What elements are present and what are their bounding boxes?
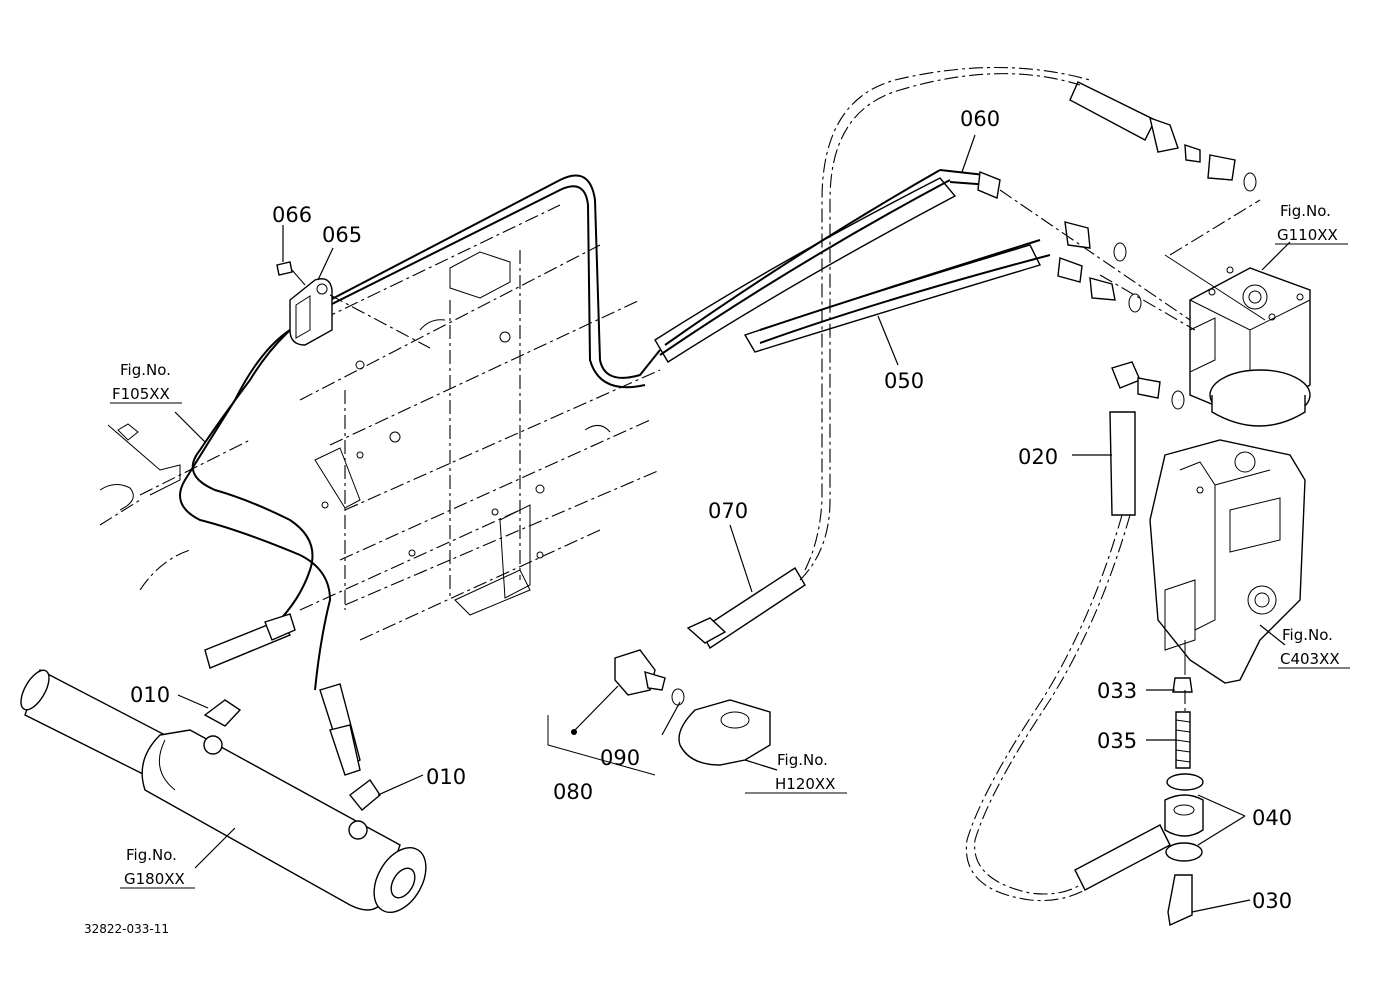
label-010-left: 010 [130,683,170,707]
steering-unit [1189,266,1311,427]
fig-ref-c403-code: C403XX [1280,650,1340,668]
hose-clamp [276,261,431,349]
elbow-fittings [203,613,381,811]
steering-cylinder [20,669,427,913]
spring-guards [204,81,1171,891]
fig-ref-g110-prefix: Fig.No. [1280,202,1331,220]
label-020: 020 [1018,445,1058,469]
control-valve [1149,439,1306,684]
hose-lines [179,67,1131,902]
figure-references: Fig.No. F105XX Fig.No. G110XX Fig.No. C4… [110,202,1350,889]
fig-ref-f105-code: F105XX [112,385,170,403]
label-010-right: 010 [426,765,466,789]
label-080: 080 [553,780,593,804]
fig-ref-g180-code: G180XX [124,870,185,888]
label-060: 060 [960,107,1000,131]
banjo-stack [1164,677,1204,927]
leader-lines [174,134,1291,913]
fig-ref-h120-code: H120XX [775,775,835,793]
label-040: 040 [1252,806,1292,830]
chassis-frame [299,204,661,641]
fig-ref-g180-prefix: Fig.No. [126,846,177,864]
h120-block [547,617,771,776]
label-035: 035 [1097,729,1137,753]
part-number-labels: 066 065 060 050 020 070 010 010 090 080 … [130,107,1292,913]
front-axle-bracket [99,423,251,591]
label-066: 066 [272,203,312,227]
label-033: 033 [1097,679,1137,703]
label-090: 090 [600,746,640,770]
label-050: 050 [884,369,924,393]
fig-ref-h120-prefix: Fig.No. [777,751,828,769]
fig-ref-f105-prefix: Fig.No. [120,361,171,379]
drawing-code: 32822-033-11 [84,922,169,936]
fig-ref-g110-code: G110XX [1277,226,1338,244]
label-030: 030 [1252,889,1292,913]
label-070: 070 [708,499,748,523]
fig-ref-c403-prefix: Fig.No. [1282,626,1333,644]
label-065: 065 [322,223,362,247]
unit-fittings [977,116,1266,410]
